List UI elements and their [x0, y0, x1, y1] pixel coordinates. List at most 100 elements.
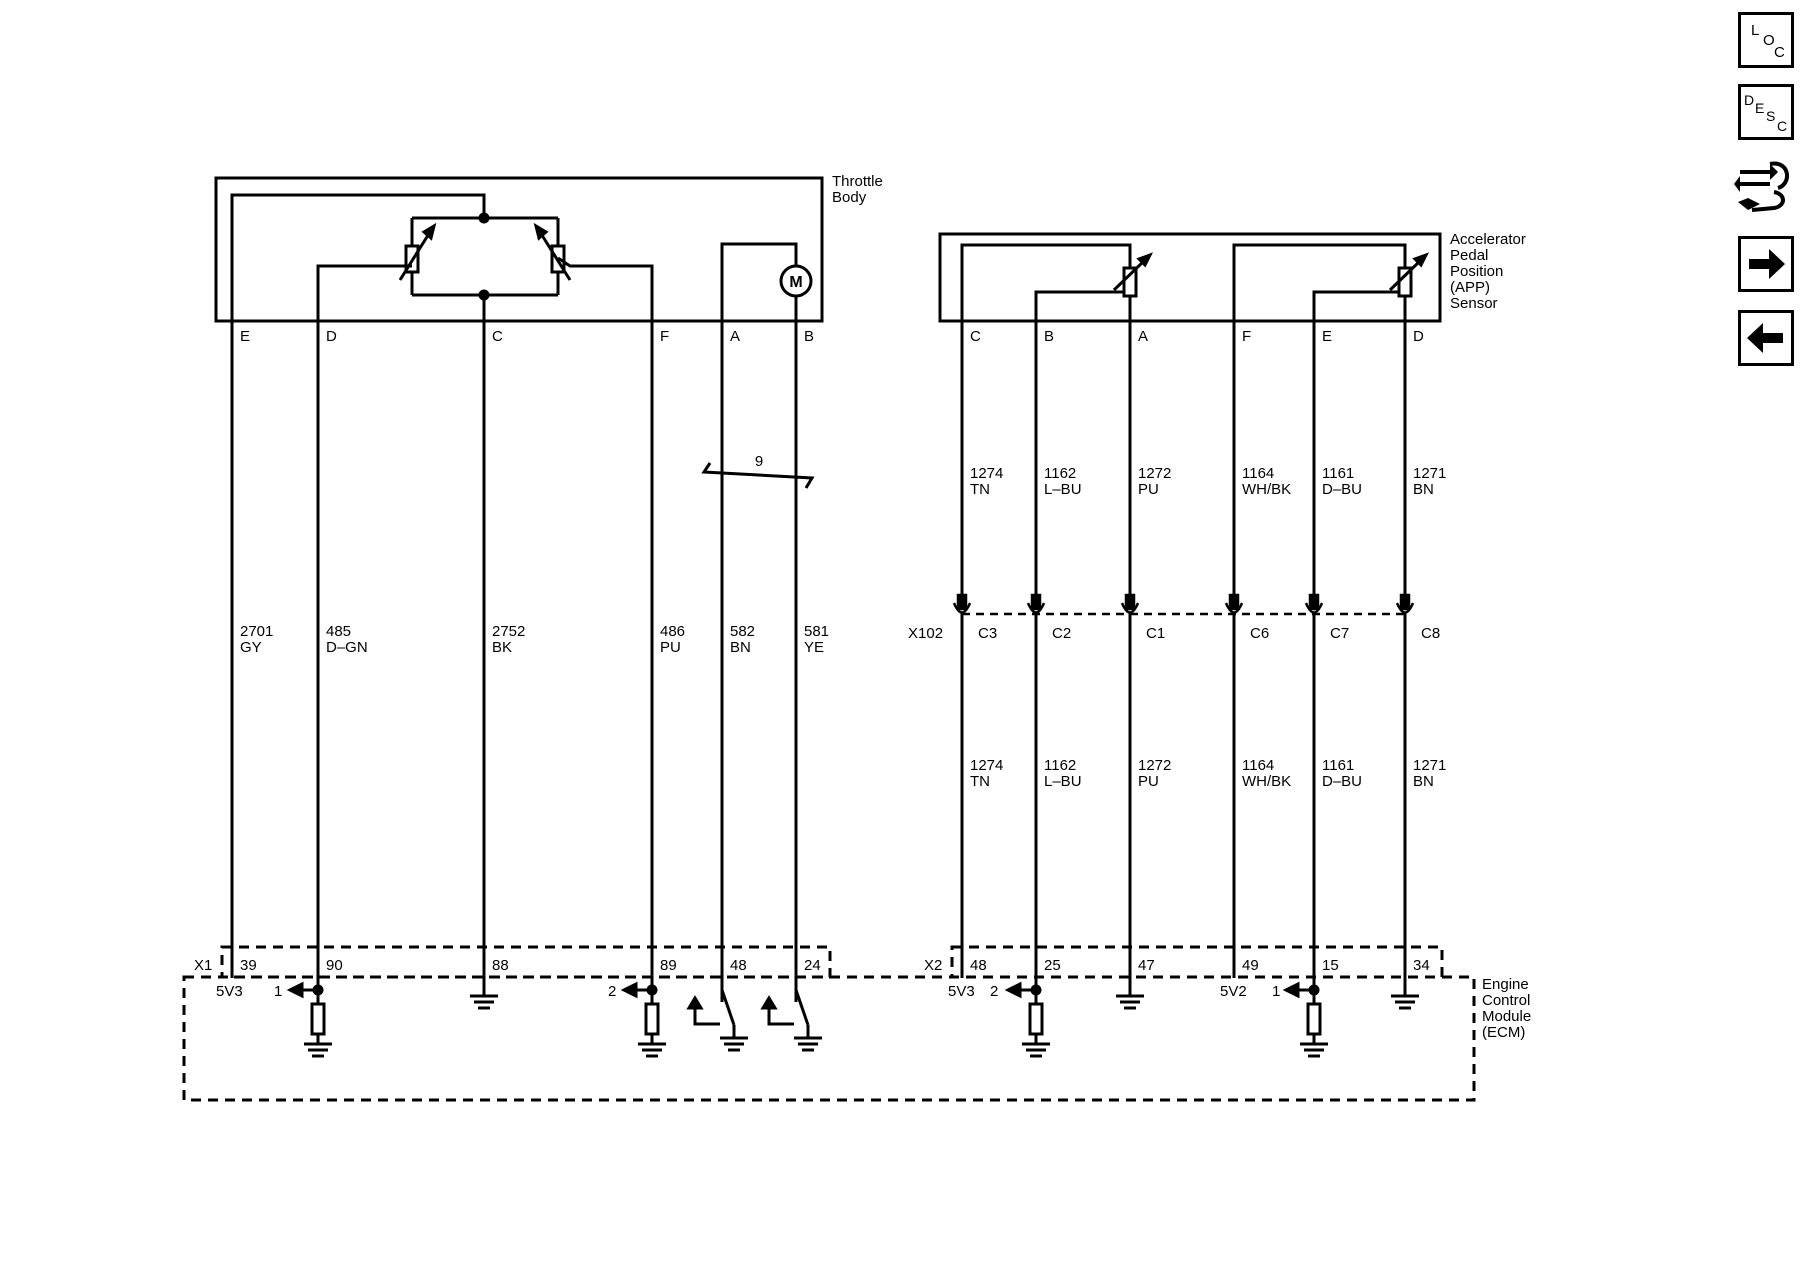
ecm-pin: 48	[970, 957, 987, 974]
app-wire-upper-circuit: 1272	[1138, 465, 1171, 482]
desc-icon: D E S C	[1744, 92, 1787, 134]
x102-pin: C1	[1146, 625, 1165, 642]
ref-5v3-left: 5V3	[216, 983, 243, 1000]
x102-pin: C2	[1052, 625, 1071, 642]
ecm-pin: 89	[660, 957, 677, 974]
ecm-pin: 15	[1322, 957, 1339, 974]
app-wire-upper-circuit: 1271	[1413, 465, 1446, 482]
sig-1-right: 1	[1272, 983, 1280, 1000]
wire-color-pu: PU	[660, 639, 681, 656]
wire-color-bn: BN	[730, 639, 751, 656]
previous-page-button[interactable]	[1738, 310, 1794, 366]
svg-text:C: C	[1777, 118, 1787, 134]
app-wire-lower-circuit: 1162	[1044, 757, 1076, 774]
sig-2-right: 2	[990, 983, 998, 1000]
twisted-pair-label: 9	[755, 453, 763, 470]
svg-text:O: O	[1763, 32, 1775, 49]
x102-pin: C3	[978, 625, 997, 642]
app-wire-lower-circuit: 1272	[1138, 757, 1171, 774]
x1-label: X1	[194, 957, 212, 974]
x102-label: X102	[908, 625, 943, 642]
wire-color-gy: GY	[240, 639, 262, 656]
connector-repair-button[interactable]	[1734, 154, 1796, 220]
ecm-pin: 39	[240, 957, 257, 974]
motor-symbol: M	[789, 274, 802, 291]
app-wire-upper-circuit: 1164	[1242, 465, 1274, 482]
throttle-body-internals	[230, 193, 813, 340]
wires	[230, 321, 1407, 1002]
ecm-pin: 34	[1413, 957, 1430, 974]
app-wire-lower-color: D–BU	[1322, 773, 1362, 790]
svg-text:D: D	[1744, 92, 1754, 108]
ecm-pin: 24	[804, 957, 821, 974]
ecm-pin: 88	[492, 957, 509, 974]
throttle-pin-b: B	[804, 328, 814, 345]
app-wire-upper-circuit: 1274	[970, 465, 1003, 482]
throttle-pin-f: F	[660, 328, 669, 345]
throttle-pin-a: A	[730, 328, 740, 345]
wire-color-bk: BK	[492, 639, 512, 656]
x102-pin: C6	[1250, 625, 1269, 642]
app-wire-lower-circuit: 1271	[1413, 757, 1446, 774]
svg-text:C: C	[1774, 44, 1785, 61]
sig-2-left: 2	[608, 983, 616, 1000]
app-sensor-box	[938, 232, 1442, 323]
wire-circuit-2752: 2752	[492, 623, 525, 640]
app-wire-upper-circuit: 1161	[1322, 465, 1354, 482]
app-wire-lower-circuit: 1161	[1322, 757, 1354, 774]
app-wire-upper-color: PU	[1138, 481, 1159, 498]
x2-connector-box	[950, 945, 1444, 979]
arrow-left-icon	[1747, 323, 1783, 353]
app-pin-e: E	[1322, 328, 1332, 345]
ecm-pin: 90	[326, 957, 343, 974]
twisted-pair-marker	[701, 462, 815, 489]
throttle-pin-c: C	[492, 328, 503, 345]
next-page-button[interactable]	[1738, 236, 1794, 292]
app-wire-lower-color: WH/BK	[1242, 773, 1291, 790]
wire-color-dgn: D–GN	[326, 639, 368, 656]
app-wire-lower-color: BN	[1413, 773, 1434, 790]
throttle-body-box	[214, 176, 824, 323]
app-wire-lower-circuit: 1164	[1242, 757, 1274, 774]
x102-connector	[952, 593, 1415, 616]
ref-5v2: 5V2	[1220, 983, 1247, 1000]
app-wire-lower-color: TN	[970, 773, 990, 790]
app-sensor-internals	[960, 243, 1430, 340]
wire-circuit-485: 485	[326, 623, 351, 640]
wire-circuit-2701: 2701	[240, 623, 273, 640]
app-pin-f: F	[1242, 328, 1251, 345]
app-pin-c: C	[970, 328, 981, 345]
app-wire-upper-circuit: 1162	[1044, 465, 1076, 482]
ecm-box	[182, 975, 1476, 1102]
wire-circuit-582: 582	[730, 623, 755, 640]
ecm-pin: 49	[1242, 957, 1259, 974]
svg-text:L: L	[1751, 22, 1759, 39]
x102-pin: C7	[1330, 625, 1349, 642]
ecm-pin: 25	[1044, 957, 1061, 974]
ecm-pin: 47	[1138, 957, 1155, 974]
app-wire-upper-color: TN	[970, 481, 990, 498]
app-pin-b: B	[1044, 328, 1054, 345]
sig-1-left: 1	[274, 983, 282, 1000]
app-wire-upper-color: L–BU	[1044, 481, 1082, 498]
ecm-pin: 48	[730, 957, 747, 974]
app-pin-d: D	[1413, 328, 1424, 345]
wire-color-ye: YE	[804, 639, 824, 656]
svg-text:S: S	[1766, 108, 1775, 124]
app-wire-upper-color: WH/BK	[1242, 481, 1291, 498]
throttle-pin-e: E	[240, 328, 250, 345]
description-view-button[interactable]: D E S C	[1738, 84, 1794, 140]
loc-icon: L O C	[1751, 22, 1785, 61]
x2-label: X2	[924, 957, 942, 974]
x102-pin: C8	[1421, 625, 1440, 642]
connector-wrench-icon	[1734, 161, 1789, 212]
location-view-button[interactable]: L O C	[1738, 12, 1794, 68]
ref-5v3-right: 5V3	[948, 983, 975, 1000]
app-wire-upper-color: D–BU	[1322, 481, 1362, 498]
app-wire-upper-color: BN	[1413, 481, 1434, 498]
arrow-right-icon	[1749, 249, 1785, 279]
